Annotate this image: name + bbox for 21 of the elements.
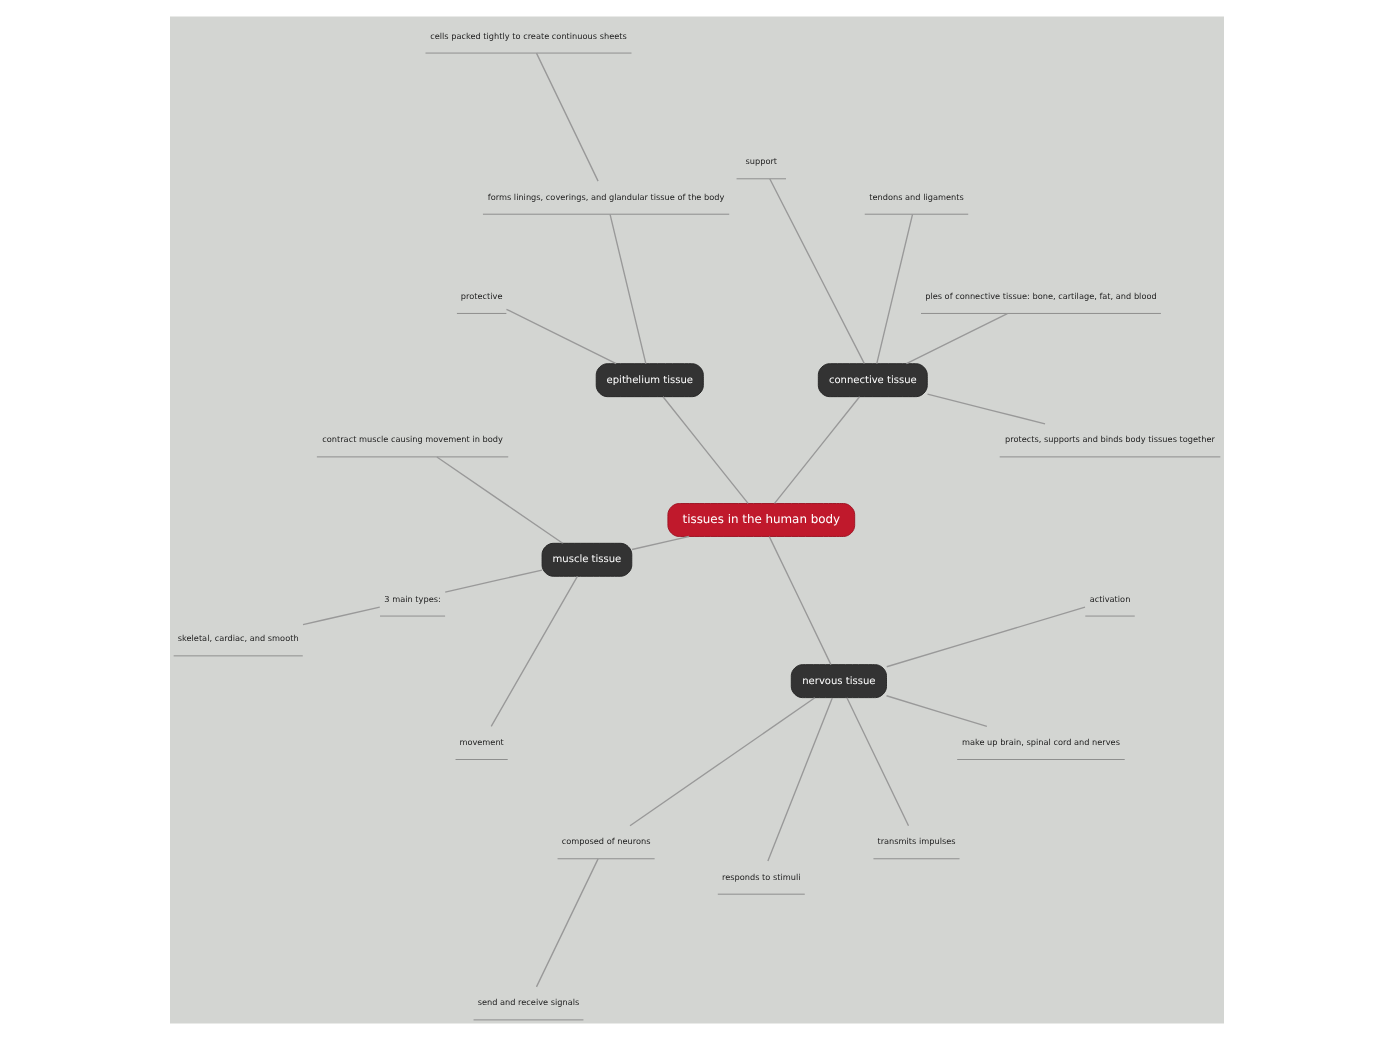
connector [301, 606, 380, 626]
connector [443, 569, 542, 593]
connector [925, 393, 1045, 425]
connector [628, 697, 815, 827]
connector [489, 575, 578, 728]
connector [534, 52, 598, 182]
connector [630, 535, 689, 551]
connector [435, 456, 563, 544]
connector [904, 312, 1008, 365]
connector [766, 697, 832, 862]
connector [534, 858, 598, 988]
connector [661, 396, 748, 505]
connector [504, 308, 616, 365]
connector [608, 213, 646, 365]
connector [845, 697, 909, 827]
connector [875, 213, 913, 365]
connector [885, 606, 1085, 668]
connector [768, 178, 864, 365]
connector [767, 535, 831, 666]
connector [772, 396, 860, 505]
connector [884, 695, 987, 728]
